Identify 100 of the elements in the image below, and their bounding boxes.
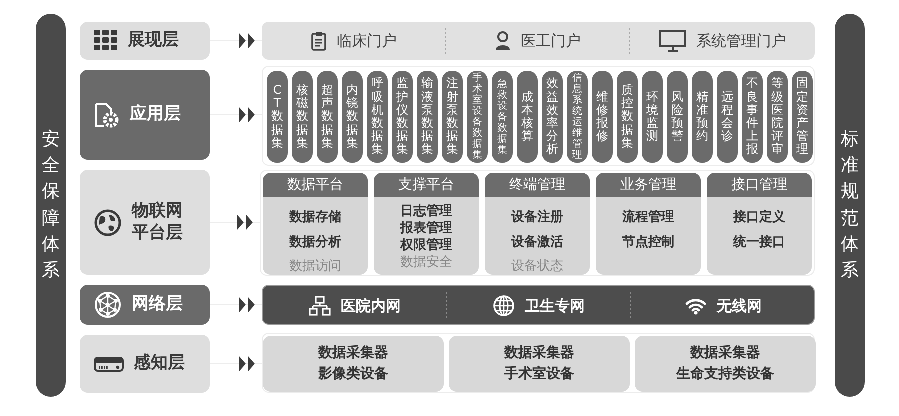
side-bar-title: 标准规范体系: [841, 128, 859, 283]
card-item: 统一接口: [734, 234, 786, 252]
panel-frame: [262, 66, 815, 166]
card-item: 数据分析: [290, 234, 342, 252]
pill-label: 输液泵数据集: [422, 77, 434, 157]
card-header: 支撑平台: [374, 173, 479, 197]
portal-label: 系统管理门户: [696, 32, 786, 50]
panel-background: [262, 285, 815, 325]
data-pill: [567, 71, 588, 163]
device-card: [263, 336, 444, 392]
card-item: 设备状态: [512, 258, 564, 275]
pill-label: 风险预警: [672, 90, 684, 144]
card-item: 报表管理: [400, 220, 452, 237]
data-pill: [392, 71, 413, 163]
data-pill: [742, 71, 763, 163]
data-pill: [642, 71, 663, 163]
device-label: 数据采集器: [318, 344, 388, 363]
data-pill: [442, 71, 463, 163]
card-item: 日志管理: [400, 203, 452, 220]
pill-label: 信息系统运维管理: [572, 73, 582, 161]
pill-label: 成本核算: [522, 90, 534, 144]
pill-label: 急救设备数据集: [498, 78, 508, 156]
pill-label: 精准预约: [696, 90, 708, 144]
portal-label: 临床门户: [337, 32, 397, 50]
layer-title: 网络层: [132, 294, 183, 316]
layer-box: [80, 285, 210, 325]
device-label: 数据采集器: [504, 344, 574, 363]
portal-label: 医院内网: [341, 296, 401, 316]
data-pill: [317, 71, 338, 163]
device-label: 影像类设备: [318, 365, 388, 384]
pill-label: 效益效率分析: [546, 77, 558, 157]
platform-card: [263, 173, 368, 275]
data-pill: [292, 71, 313, 163]
card-item: 设备激活: [512, 234, 564, 252]
card-item: 设备注册: [512, 208, 564, 227]
data-pill: [467, 71, 488, 163]
layer-title: 应用层: [130, 104, 181, 126]
portal-label: 医工门户: [521, 32, 581, 50]
pill-label: CT数据集: [272, 84, 284, 150]
side-bar-title: 安全保障体系: [42, 128, 60, 283]
layer-title: 物联网平台层: [132, 201, 184, 244]
card-item: 数据存储: [290, 209, 342, 227]
data-pill: [492, 71, 513, 163]
device-label: 数据采集器: [690, 344, 760, 363]
data-pill: [592, 71, 613, 163]
panel-background: [262, 22, 815, 60]
pill-label: 环境监测: [646, 90, 658, 144]
data-pill: [667, 71, 688, 163]
panel-frame: [260, 170, 815, 276]
data-pill: [367, 71, 388, 163]
data-pill: [517, 71, 538, 163]
card-header: 终端管理: [485, 173, 590, 197]
data-pill: [342, 71, 363, 163]
pill-label: 远程会诊: [722, 90, 734, 144]
device-label: 手术室设备: [504, 364, 574, 384]
side-bar: [36, 14, 66, 397]
card-item: 流程管理: [622, 208, 674, 227]
card-item: 数据访问: [290, 258, 342, 275]
card-header: 数据平台: [263, 173, 368, 197]
portal-label: 卫生专网: [525, 296, 585, 316]
card-item: 数据安全: [400, 254, 452, 271]
card-header: 业务管理: [596, 173, 701, 197]
pill-label: 注射泵数据集: [446, 77, 458, 157]
pill-label: 维修报修: [596, 90, 608, 144]
data-pill: [717, 71, 738, 163]
layer-box: [80, 335, 210, 393]
data-pill: [267, 71, 288, 163]
layer-box: [80, 170, 210, 275]
layer-title: 展现层: [128, 30, 179, 52]
data-pill: [692, 71, 713, 163]
pill-label: 等级医院评审: [772, 77, 784, 157]
data-pill: [417, 71, 438, 163]
panel-frame: [262, 333, 815, 393]
layer-title: 感知层: [134, 353, 185, 375]
pill-label: 监护仪数据集: [396, 77, 408, 157]
data-pill: [542, 71, 563, 163]
data-pill: [792, 71, 813, 163]
platform-card: [374, 173, 479, 275]
layer-box: [80, 22, 210, 60]
pill-label: 手术室设备数据集: [472, 73, 482, 161]
layer-box: [80, 70, 210, 160]
card-item: 节点控制: [622, 234, 674, 252]
platform-card: [707, 173, 812, 275]
platform-card: [596, 173, 701, 275]
pill-label: 不良事件上报: [746, 77, 758, 157]
pill-label: 质控数据集: [622, 84, 634, 150]
pill-label: 固定资产管理: [796, 77, 808, 157]
pill-label: 呼吸机数据集: [372, 77, 384, 157]
card-item: 接口定义: [734, 208, 786, 227]
card-header: 接口管理: [707, 173, 812, 197]
data-pill: [767, 71, 788, 163]
card-item: 权限管理: [400, 237, 452, 254]
platform-card: [485, 173, 590, 275]
pill-label: 内镜数据集: [346, 84, 358, 150]
pill-label: 超声数据集: [322, 84, 334, 150]
data-pill: [617, 71, 638, 163]
device-card: [449, 336, 630, 392]
device-card: [635, 336, 816, 392]
portal-label: 无线网: [717, 296, 762, 316]
side-bar: [835, 14, 865, 397]
